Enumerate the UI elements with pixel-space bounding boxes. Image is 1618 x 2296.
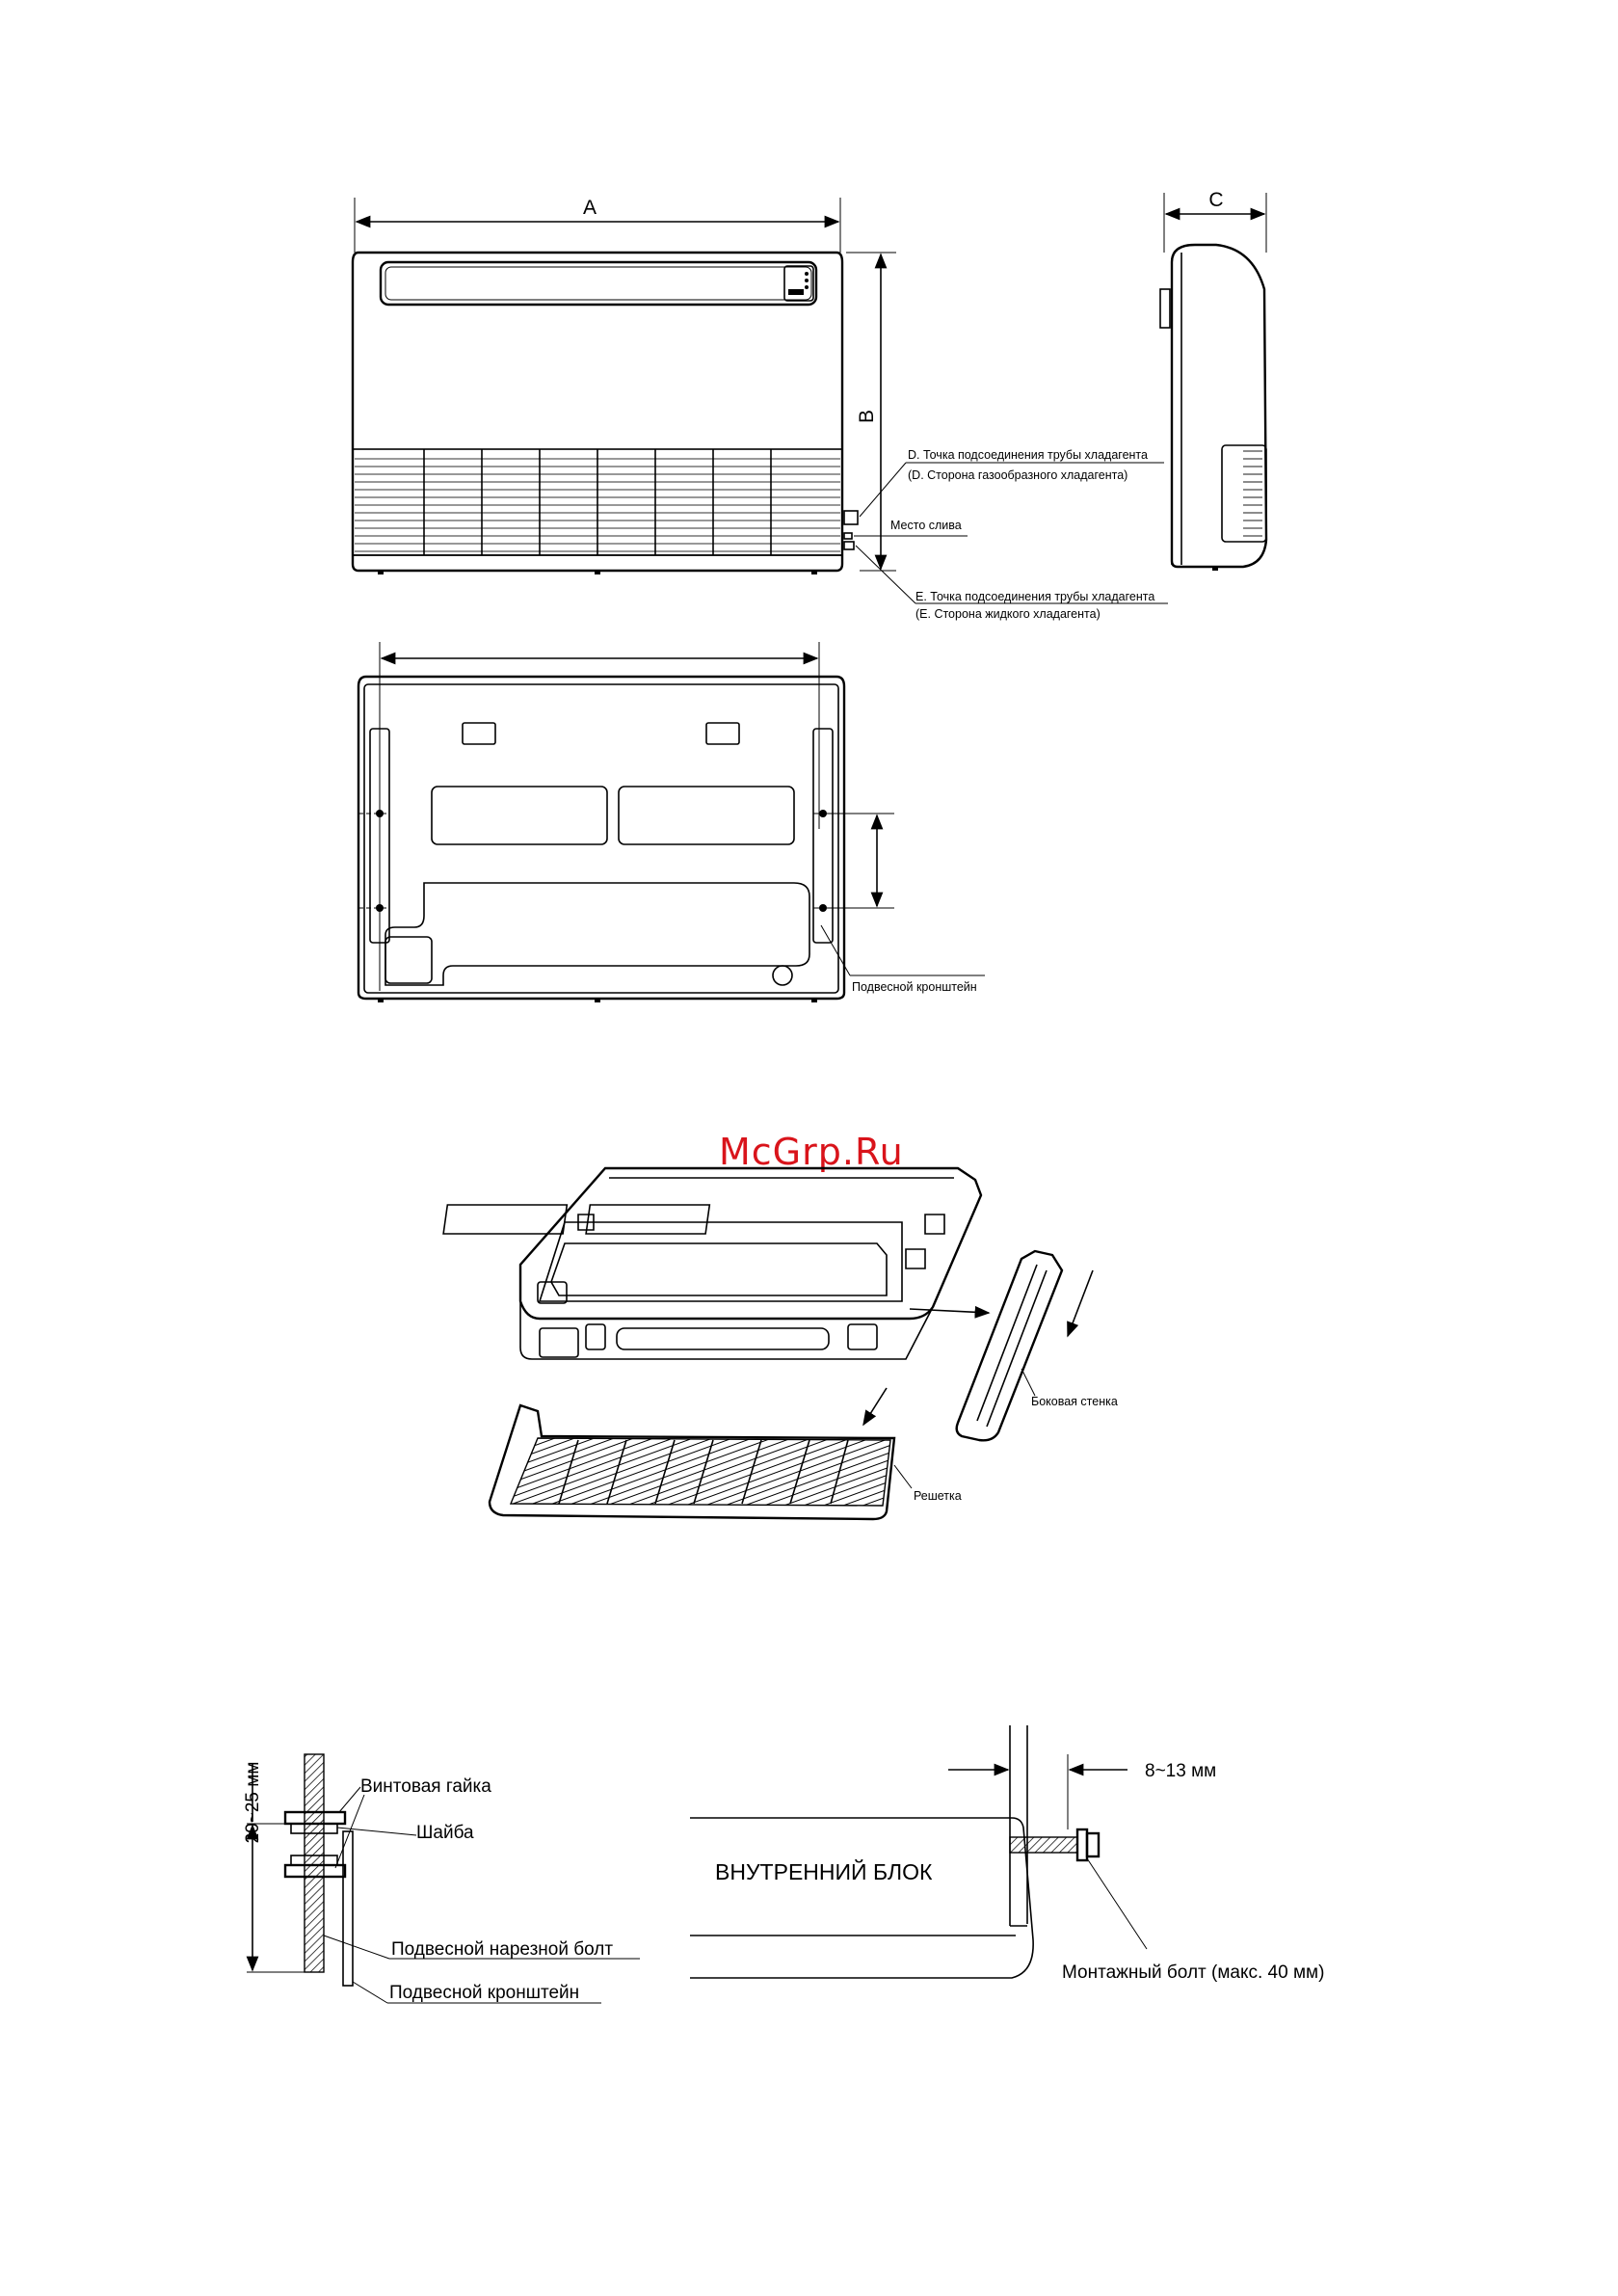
control-panel [783,265,814,302]
back-panel-right [618,786,795,845]
mounting-detail-right: ВНУТРЕННИЙ БЛОК 8~13 мм Монтажный болт (… [690,1725,1324,1983]
exploded-view: Боковая стенка Решетка [442,1166,1118,1521]
exploded-side-wall [955,1249,1064,1442]
label-screw-nut: Винтовая гайка [360,1776,491,1797]
label-side-wall: Боковая стенка [1031,1395,1118,1408]
dimension-a-label: A [583,197,597,219]
side-wall-arrow-icon [1067,1269,1094,1338]
side-mount-tab [1159,288,1171,329]
grille-arrow-icon [862,1387,888,1427]
dimension-8-13: 8~13 мм [1145,1761,1216,1781]
pipe-d [843,510,859,525]
label-threaded-bolt: Подвесной нарезной болт [391,1939,613,1960]
side-view: C [1159,189,1268,571]
back-view: Подвесной кронштейн [357,642,985,1002]
threaded-bolt-icon [304,1753,325,1973]
back-panel-left [431,786,608,845]
side-unit-body [1170,243,1268,569]
mounting-bolt-icon [1009,1836,1078,1854]
drain-hole [772,965,793,986]
label-d-line1: D. Точка подсоединения трубы хладагента [908,448,1148,462]
dimension-b-label: B [856,410,878,423]
label-drain: Место слива [890,519,962,532]
label-d-line2: (D. Сторона газообразного хладагента) [908,468,1127,482]
label-hanger-bracket-2: Подвесной кронштейн [389,1983,579,2003]
dimension-20-25: 20~25 мм [243,1762,263,1844]
hook-right [705,722,740,745]
exploded-panel-right [585,1204,711,1235]
hanger-bracket-strip [342,1830,354,1987]
indoor-unit-outline [690,1817,1034,1979]
front-louver [379,260,818,307]
exploded-panel-left [442,1204,569,1235]
front-view: A B [351,197,1168,621]
drain-outlet [843,532,853,540]
exploded-grille [488,1403,896,1521]
watermark: McGrp.Ru [719,1131,904,1173]
label-indoor-unit: ВНУТРЕННИЙ БЛОК [715,1858,933,1884]
pipe-e [843,541,855,550]
label-mounting-bolt: Монтажный болт (макс. 40 мм) [1062,1962,1324,1983]
side-grille [1221,444,1267,543]
label-e-line1: E. Точка подсоединения трубы хладагента [915,590,1154,603]
dimension-c-label: C [1208,189,1223,211]
label-hanger-bracket: Подвесной кронштейн [852,980,977,994]
hook-left [462,722,496,745]
front-unit-body [351,251,844,573]
label-washer: Шайба [416,1823,474,1843]
slide-out-arrow-icon [909,1305,991,1319]
hanger-bracket-left [369,728,390,944]
exploded-lower-grille [616,1327,830,1350]
washer-icon [290,1823,338,1834]
label-e-line2: (E. Сторона жидкого хладагента) [915,607,1101,621]
mounting-detail-left: 20~25 мм Винтовая гайка Шайба Подвесной … [243,1753,640,2004]
hanger-bracket-right [812,728,834,944]
label-grille: Решетка [914,1489,962,1503]
back-unit-body [357,675,846,1001]
back-lower-panel [385,882,810,986]
